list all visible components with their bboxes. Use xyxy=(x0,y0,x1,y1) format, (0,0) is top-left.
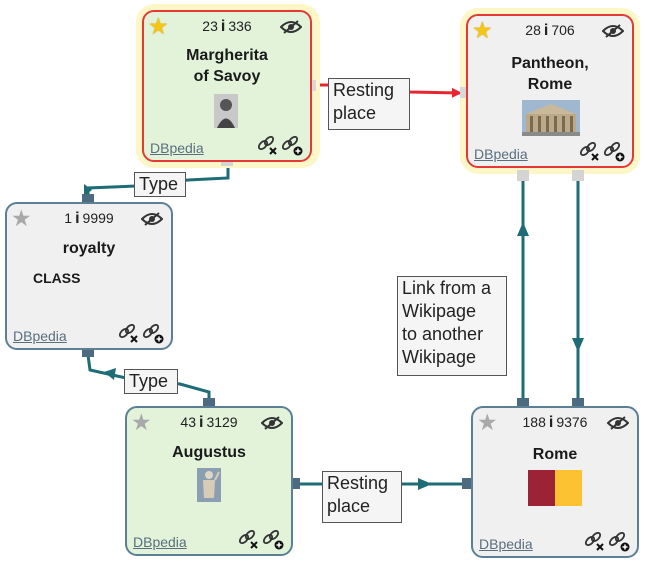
count-a: 188 xyxy=(522,414,546,430)
port-handle[interactable] xyxy=(572,398,584,409)
count-b: 3129 xyxy=(206,414,238,430)
port-handle[interactable] xyxy=(288,478,300,489)
remove-link-icon xyxy=(118,324,138,343)
port-handle[interactable] xyxy=(572,170,584,181)
edge-arrowhead xyxy=(84,184,92,196)
star-icon[interactable]: ★ xyxy=(131,409,152,435)
add-link-icon xyxy=(608,532,630,552)
building-thumbnail xyxy=(522,100,580,136)
count-a: 1 xyxy=(64,210,73,226)
count-b: 9376 xyxy=(556,414,588,430)
hidden-eye-icon[interactable] xyxy=(261,416,283,430)
info-icon[interactable]: i xyxy=(75,210,80,227)
count-b: 706 xyxy=(551,22,575,38)
count-a: 23 xyxy=(202,18,218,34)
remove-link-icon xyxy=(584,532,604,551)
remove-link-icon xyxy=(579,142,599,161)
hidden-eye-icon[interactable] xyxy=(280,20,302,34)
statue-thumbnail xyxy=(197,468,221,502)
edge-arrowhead xyxy=(517,222,529,236)
hidden-eye-icon[interactable] xyxy=(602,24,624,38)
port-handle[interactable] xyxy=(517,170,529,181)
star-icon[interactable]: ★ xyxy=(11,205,32,231)
edge-arrowhead xyxy=(104,368,116,380)
port-handle[interactable] xyxy=(203,398,215,409)
source-link[interactable]: DBpedia xyxy=(474,146,528,162)
port-handle[interactable] xyxy=(82,194,94,205)
count-a: 43 xyxy=(180,414,196,430)
edge-arrowhead xyxy=(572,338,584,352)
link-actions[interactable] xyxy=(578,142,626,162)
edge-arrowhead xyxy=(418,478,432,490)
source-link[interactable]: DBpedia xyxy=(133,534,187,550)
info-icon[interactable]: i xyxy=(198,414,204,431)
hidden-eye-icon[interactable] xyxy=(141,212,163,226)
add-link-icon xyxy=(142,324,164,344)
count-a: 28 xyxy=(525,22,541,38)
node-title: royalty xyxy=(62,240,116,257)
port-handle[interactable] xyxy=(517,398,529,409)
link-actions[interactable] xyxy=(237,530,285,550)
hidden-eye-icon[interactable] xyxy=(607,416,629,430)
node-title: Pantheon,Rome xyxy=(511,55,589,93)
node-subtitle: CLASS xyxy=(33,270,81,286)
add-link-icon xyxy=(281,136,303,156)
source-link[interactable]: DBpedia xyxy=(13,328,67,344)
count-b: 9999 xyxy=(82,210,114,226)
add-link-icon xyxy=(262,530,284,550)
portrait-thumbnail xyxy=(214,94,238,128)
info-icon[interactable]: i xyxy=(548,414,554,431)
star-icon[interactable]: ★ xyxy=(477,409,498,435)
info-icon[interactable]: i xyxy=(220,18,226,35)
info-icon[interactable]: i xyxy=(543,22,549,39)
remove-link-icon xyxy=(257,136,277,155)
port-handle[interactable] xyxy=(82,346,94,357)
star-icon[interactable]: ★ xyxy=(472,17,493,43)
link-actions[interactable] xyxy=(583,532,631,552)
remove-link-icon xyxy=(238,530,258,549)
source-link[interactable]: DBpedia xyxy=(150,140,204,156)
node-title: Augustus xyxy=(172,444,246,461)
edge-label-type[interactable]: Type xyxy=(124,369,178,394)
link-actions[interactable] xyxy=(256,136,304,156)
count-b: 336 xyxy=(228,18,252,34)
flag-thumbnail xyxy=(528,470,582,506)
star-icon[interactable]: ★ xyxy=(148,13,169,39)
add-link-icon xyxy=(603,142,625,162)
link-actions[interactable] xyxy=(117,324,165,344)
port-handle[interactable] xyxy=(462,478,474,489)
node-title: Rome xyxy=(532,446,578,463)
source-link[interactable]: DBpedia xyxy=(479,536,533,552)
edge-label-type[interactable]: Type xyxy=(134,172,186,197)
